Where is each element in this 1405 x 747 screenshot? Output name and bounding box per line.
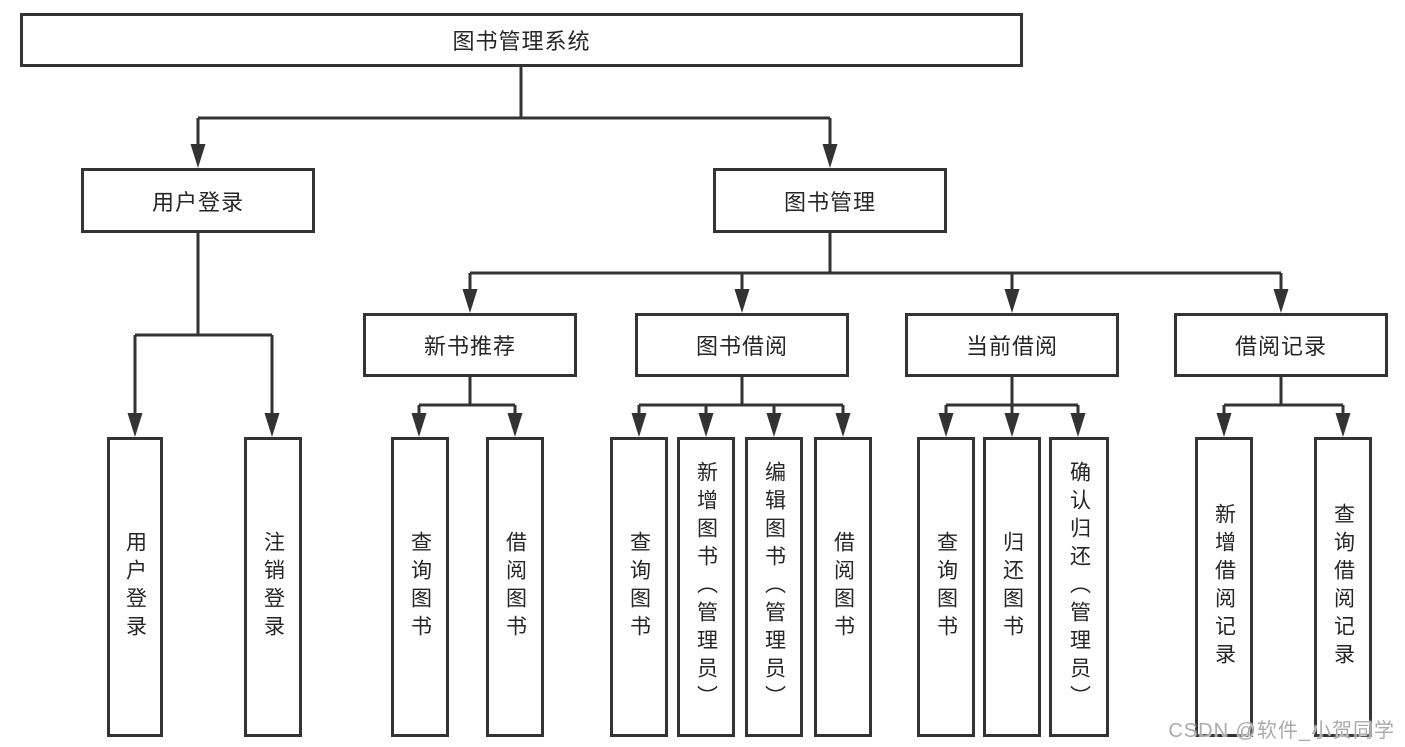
node-current-borrow-label: 当前借阅 [965, 334, 1058, 359]
watermark: CSDN @软件_小贺同学 [1168, 720, 1395, 742]
leaf-edit-books-admin-label: 编辑图书（管理员） [762, 461, 786, 713]
leaf-query-books-1: 查询图书 [391, 437, 449, 737]
node-book-mgmt-label: 图书管理 [783, 189, 876, 215]
leaf-logout: 注销登录 [244, 437, 302, 737]
leaf-query-books-1-label: 查询图书 [408, 531, 432, 643]
leaf-return-books-label: 归还图书 [1000, 531, 1024, 643]
connector-borrow-records-branch [1222, 377, 1345, 421]
leaf-return-books: 归还图书 [983, 437, 1041, 737]
leaf-query-books-2-label: 查询图书 [627, 531, 651, 643]
node-root: 图书管理系统 [20, 13, 1023, 67]
leaf-user-login-label: 用户登录 [123, 531, 147, 643]
leaf-query-borrow-record-label: 查询借阅记录 [1331, 503, 1355, 671]
node-new-book-rec: 新书推荐 [363, 313, 577, 377]
connector-new-book-rec-branch [417, 377, 517, 421]
leaf-add-borrow-record: 新增借阅记录 [1195, 437, 1253, 737]
leaf-query-books-2: 查询图书 [610, 437, 668, 737]
node-borrow-records: 借阅记录 [1174, 313, 1388, 377]
leaf-query-borrow-record: 查询借阅记录 [1314, 437, 1372, 737]
leaf-add-borrow-record-label: 新增借阅记录 [1212, 503, 1236, 671]
connector-book-mgmt-branch [468, 233, 1283, 297]
node-book-borrow: 图书借阅 [635, 313, 849, 377]
leaf-user-login: 用户登录 [107, 437, 163, 737]
node-root-label: 图书管理系统 [452, 29, 591, 54]
node-borrow-records-label: 借阅记录 [1234, 334, 1327, 359]
node-new-book-rec-label: 新书推荐 [423, 334, 516, 359]
leaf-borrow-books-1: 借阅图书 [486, 437, 544, 737]
connector-user-login-branch [133, 233, 274, 421]
node-book-mgmt: 图书管理 [713, 168, 947, 233]
leaf-query-books-3: 查询图书 [917, 437, 975, 737]
connector-book-borrow-branch [637, 377, 845, 421]
leaf-borrow-books-2-label: 借阅图书 [831, 531, 855, 643]
node-user-login: 用户登录 [81, 168, 315, 233]
leaf-add-books-admin: 新增图书（管理员） [677, 437, 735, 737]
node-book-borrow-label: 图书借阅 [695, 334, 788, 359]
leaf-borrow-books-1-label: 借阅图书 [503, 531, 527, 643]
leaf-add-books-admin-label: 新增图书（管理员） [694, 461, 718, 713]
leaf-borrow-books-2: 借阅图书 [814, 437, 872, 737]
leaf-confirm-return-admin: 确认归还（管理员） [1049, 437, 1109, 737]
leaf-query-books-3-label: 查询图书 [934, 531, 958, 643]
node-current-borrow: 当前借阅 [905, 313, 1119, 377]
leaf-confirm-return-admin-label: 确认归还（管理员） [1067, 461, 1091, 713]
connector-root-to-level2 [196, 67, 832, 152]
leaf-logout-label: 注销登录 [261, 531, 285, 643]
node-user-login-label: 用户登录 [151, 189, 244, 215]
arrowheads [127, 144, 1351, 437]
leaf-edit-books-admin: 编辑图书（管理员） [745, 437, 803, 737]
